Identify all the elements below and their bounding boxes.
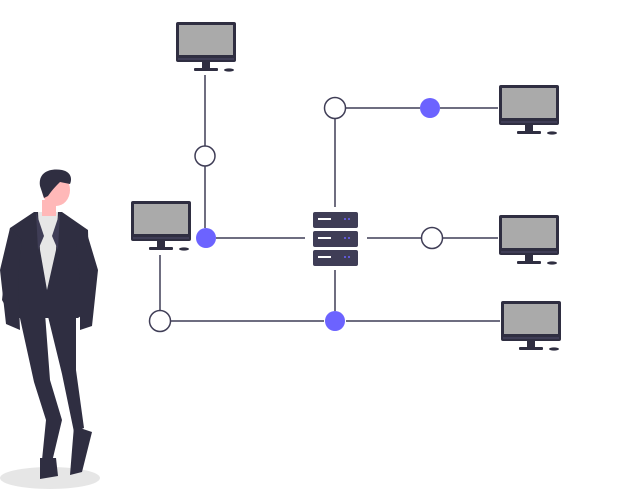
- node-open: [323, 96, 347, 120]
- desktop-computer-icon: [131, 201, 191, 251]
- desktop-computer-icon: [501, 301, 561, 351]
- person-illustration: [0, 169, 100, 489]
- person-shirt: [38, 212, 58, 290]
- person-shoe: [40, 458, 58, 479]
- connection-lines: [159, 75, 500, 322]
- node-open: [420, 226, 444, 250]
- network-nodes: [148, 96, 444, 333]
- person-legs: [16, 300, 62, 462]
- node-filled: [325, 311, 345, 331]
- person-hair: [39, 169, 72, 198]
- desktop-computer-icon: [499, 85, 559, 135]
- node-filled: [196, 228, 216, 248]
- person-shoe: [70, 426, 92, 475]
- node-filled: [420, 98, 440, 118]
- node-open: [148, 309, 172, 333]
- person-arm: [76, 230, 98, 330]
- node-open: [194, 145, 216, 167]
- server-rack-icon: [313, 212, 358, 266]
- person-arm: [0, 228, 22, 330]
- desktop-computer-icon: [176, 22, 236, 72]
- desktop-computer-icon: [499, 215, 559, 265]
